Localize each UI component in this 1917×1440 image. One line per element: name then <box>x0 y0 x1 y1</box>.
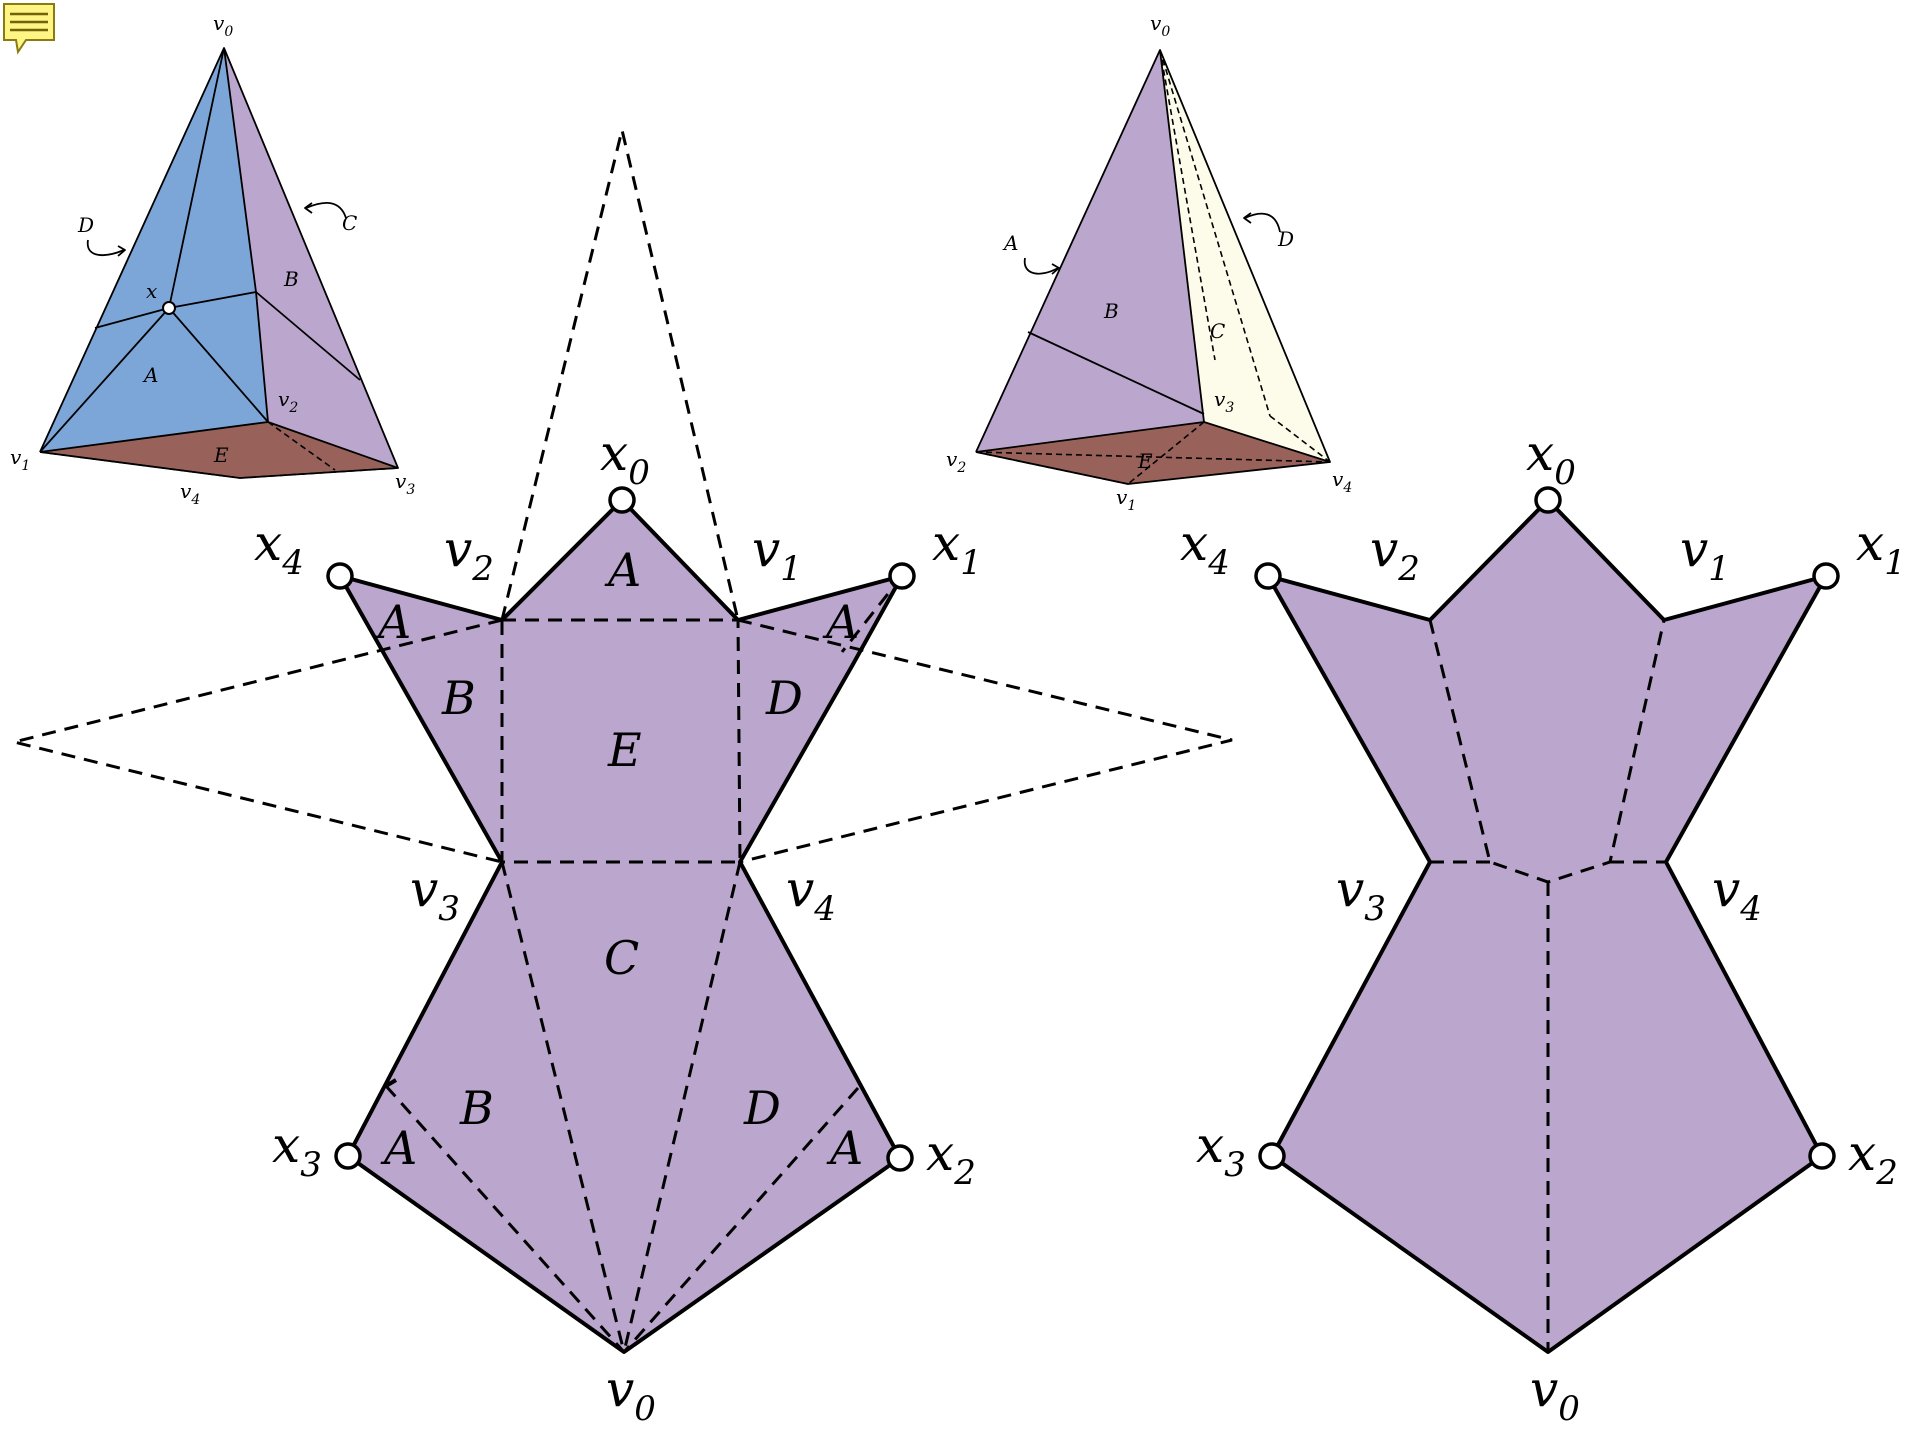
left-net-fold-top-spike <box>500 129 740 621</box>
right-net-point-x3 <box>1258 1142 1286 1170</box>
left-net-label-v0: v0 <box>606 1360 656 1429</box>
right-pyramid-callout-A: A <box>1002 231 1018 255</box>
right-net-label-x3: x3 <box>1196 1116 1246 1185</box>
left-net-label-v2: v2 <box>444 520 494 589</box>
right-net-label-v0: v0 <box>1530 1360 1580 1429</box>
left-pyramid-face-blue <box>40 48 268 452</box>
right-net-label-x1: x1 <box>1856 514 1906 583</box>
left-pyramid-callout-C: C <box>342 211 357 235</box>
left-net-fill <box>340 500 902 1352</box>
left-net-label-v1: v1 <box>752 520 802 589</box>
right-net-label-v3: v3 <box>1336 860 1386 929</box>
right-pyramid-face-C: C <box>1210 319 1225 343</box>
left-net-point-x3 <box>334 1142 362 1170</box>
left-net-label-v3: v3 <box>410 860 460 929</box>
left-pyramid-face-E: E <box>213 443 229 467</box>
right-net-label-v2: v2 <box>1370 520 1420 589</box>
right-pyramid-label-v2: v2 <box>946 447 966 476</box>
left-net-label-x2: x2 <box>926 1124 976 1193</box>
left-net-face-D-upper: D <box>765 671 803 725</box>
left-pyramid-face-A: A <box>142 363 158 387</box>
left-net-label-v4: v4 <box>786 860 836 929</box>
right-net-label-x4: x4 <box>1180 514 1230 583</box>
right-pyramid-label-v1: v1 <box>1116 485 1136 514</box>
right-pyramid-label-v3: v3 <box>1214 387 1234 416</box>
right-pyramid-label-v0: v0 <box>1150 11 1170 40</box>
left-net-label-x3: x3 <box>272 1116 322 1185</box>
right-pyramid-label-v4: v4 <box>1332 467 1352 496</box>
left-pyramid-callout-D: D <box>77 213 94 237</box>
left-pyramid-label-v0: v0 <box>213 11 233 40</box>
left-net-face-B-lower: B <box>459 1081 494 1135</box>
right-pyramid-face-B: B <box>1103 299 1119 323</box>
right-net-label-x0: x0 <box>1526 424 1576 493</box>
right-pyramid-face-E: E <box>1137 449 1153 473</box>
right-net-point-x1 <box>1812 562 1840 590</box>
left-net-fold-right-spike <box>737 618 1233 864</box>
left-pyramid-label-v3: v3 <box>395 469 415 498</box>
left-net-point-x4 <box>326 562 354 590</box>
right-net-point-x2 <box>1808 1142 1836 1170</box>
right-net-fill <box>1268 500 1826 1352</box>
right-net-outline <box>1266 498 1828 1354</box>
left-net-face-C: C <box>604 931 639 985</box>
right-net-label-v4: v4 <box>1712 860 1762 929</box>
left-pyramid-face-B: B <box>283 267 299 291</box>
right-pyramid: v0 v1 v2 v3 v4 B C E A D <box>946 11 1352 514</box>
left-net: x0 x1 x4 x3 x2 v2 v1 v3 v4 v0 A A A B D … <box>13 129 1233 1429</box>
right-net: x0 x1 x4 x3 x2 v2 v1 v3 v4 v0 <box>1180 424 1906 1429</box>
left-pyramid-label-x: x <box>146 279 157 303</box>
left-net-face-A-left: A <box>374 595 411 649</box>
right-net-point-x0 <box>1534 486 1562 514</box>
right-net-label-x2: x2 <box>1848 1124 1898 1193</box>
left-pyramid-label-v2: v2 <box>278 387 298 416</box>
left-net-point-x0 <box>608 486 636 514</box>
right-pyramid-callout-D: D <box>1277 227 1294 251</box>
left-net-point-x2 <box>886 1144 914 1172</box>
right-pyramid-base-E <box>976 422 1330 484</box>
left-pyramid-label-v4: v4 <box>180 479 200 508</box>
left-net-face-B-upper: B <box>441 671 476 725</box>
left-net-label-x1: x1 <box>932 514 982 583</box>
sticky-note-icon[interactable] <box>3 3 55 55</box>
left-pyramid-label-v1: v1 <box>10 445 30 474</box>
left-net-label-x0: x0 <box>600 424 650 493</box>
left-net-face-A-top: A <box>604 543 641 597</box>
left-net-point-x1 <box>888 562 916 590</box>
left-net-fold-left-spike <box>13 618 503 864</box>
left-net-face-E: E <box>607 723 642 777</box>
left-net-face-A-right: A <box>822 595 859 649</box>
left-net-face-A-lowright: A <box>826 1121 863 1175</box>
left-net-face-D-lower: D <box>743 1081 781 1135</box>
left-pyramid-base-E <box>40 422 398 478</box>
left-pyramid: v0 v1 v2 v3 v4 x A B E D C <box>10 11 415 508</box>
left-net-face-A-lowleft: A <box>380 1121 417 1175</box>
right-net-label-v1: v1 <box>1680 520 1730 589</box>
left-net-label-x4: x4 <box>254 514 304 583</box>
left-pyramid-point-x <box>162 301 176 315</box>
right-net-point-x4 <box>1254 562 1282 590</box>
right-pyramid-face-B <box>976 50 1204 452</box>
left-net-outline <box>338 498 904 1354</box>
